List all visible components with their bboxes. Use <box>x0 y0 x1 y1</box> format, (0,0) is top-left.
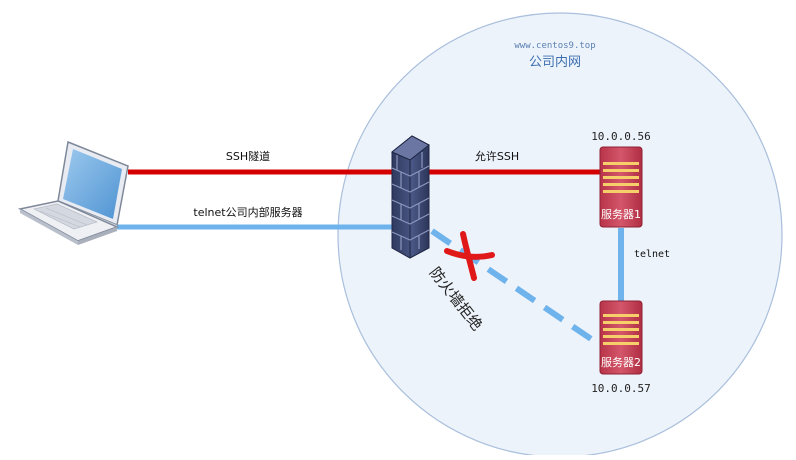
site-label: www.centos9.top <box>514 41 595 51</box>
server-1-ip: 10.0.0.56 <box>591 130 651 143</box>
server-icon <box>599 146 643 228</box>
telnet-internal-label: telnet公司内部服务器 <box>193 205 302 219</box>
server-telnet-label: telnet <box>634 249 670 260</box>
ssh-tunnel-label: SSH隧道 <box>226 149 270 163</box>
server-1: 服务器1 10.0.0.56 <box>591 130 651 228</box>
block-cross-icon <box>444 231 495 281</box>
zone-label: 公司内网 <box>529 54 581 70</box>
server-1-name: 服务器1 <box>601 208 641 221</box>
firewall-icon <box>391 135 430 259</box>
server-2: 服务器2 10.0.0.57 <box>591 300 651 395</box>
allow-ssh-label: 允许SSH <box>475 149 519 163</box>
laptop-icon <box>17 140 129 245</box>
server-2-name: 服务器2 <box>601 356 641 369</box>
server-2-ip: 10.0.0.57 <box>591 382 651 395</box>
